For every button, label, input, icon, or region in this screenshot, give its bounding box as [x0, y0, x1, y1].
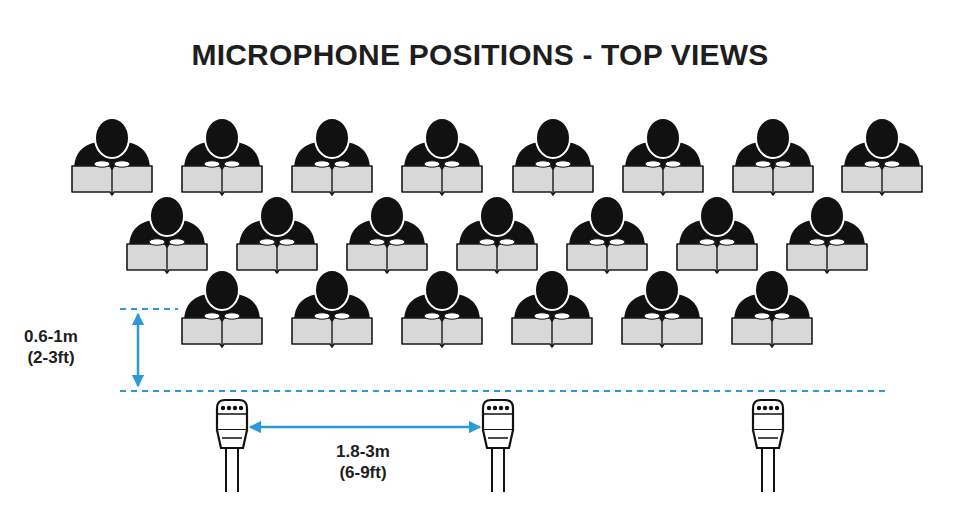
singer-row	[72, 118, 922, 195]
singer-row	[127, 196, 867, 273]
dimension-label: 1.8-3m (6-9ft)	[326, 441, 400, 484]
diagram-title: MICROPHONE POSITIONS - TOP VIEWS	[0, 38, 960, 72]
reference-line	[120, 308, 178, 310]
dimension-label: 0.6-1m (2-3ft)	[18, 326, 84, 369]
dimension-arrow	[250, 426, 480, 429]
dimension-arrow	[137, 314, 140, 386]
reference-line	[120, 390, 890, 392]
microphone-symbol	[217, 400, 783, 492]
singer-row	[182, 270, 812, 347]
